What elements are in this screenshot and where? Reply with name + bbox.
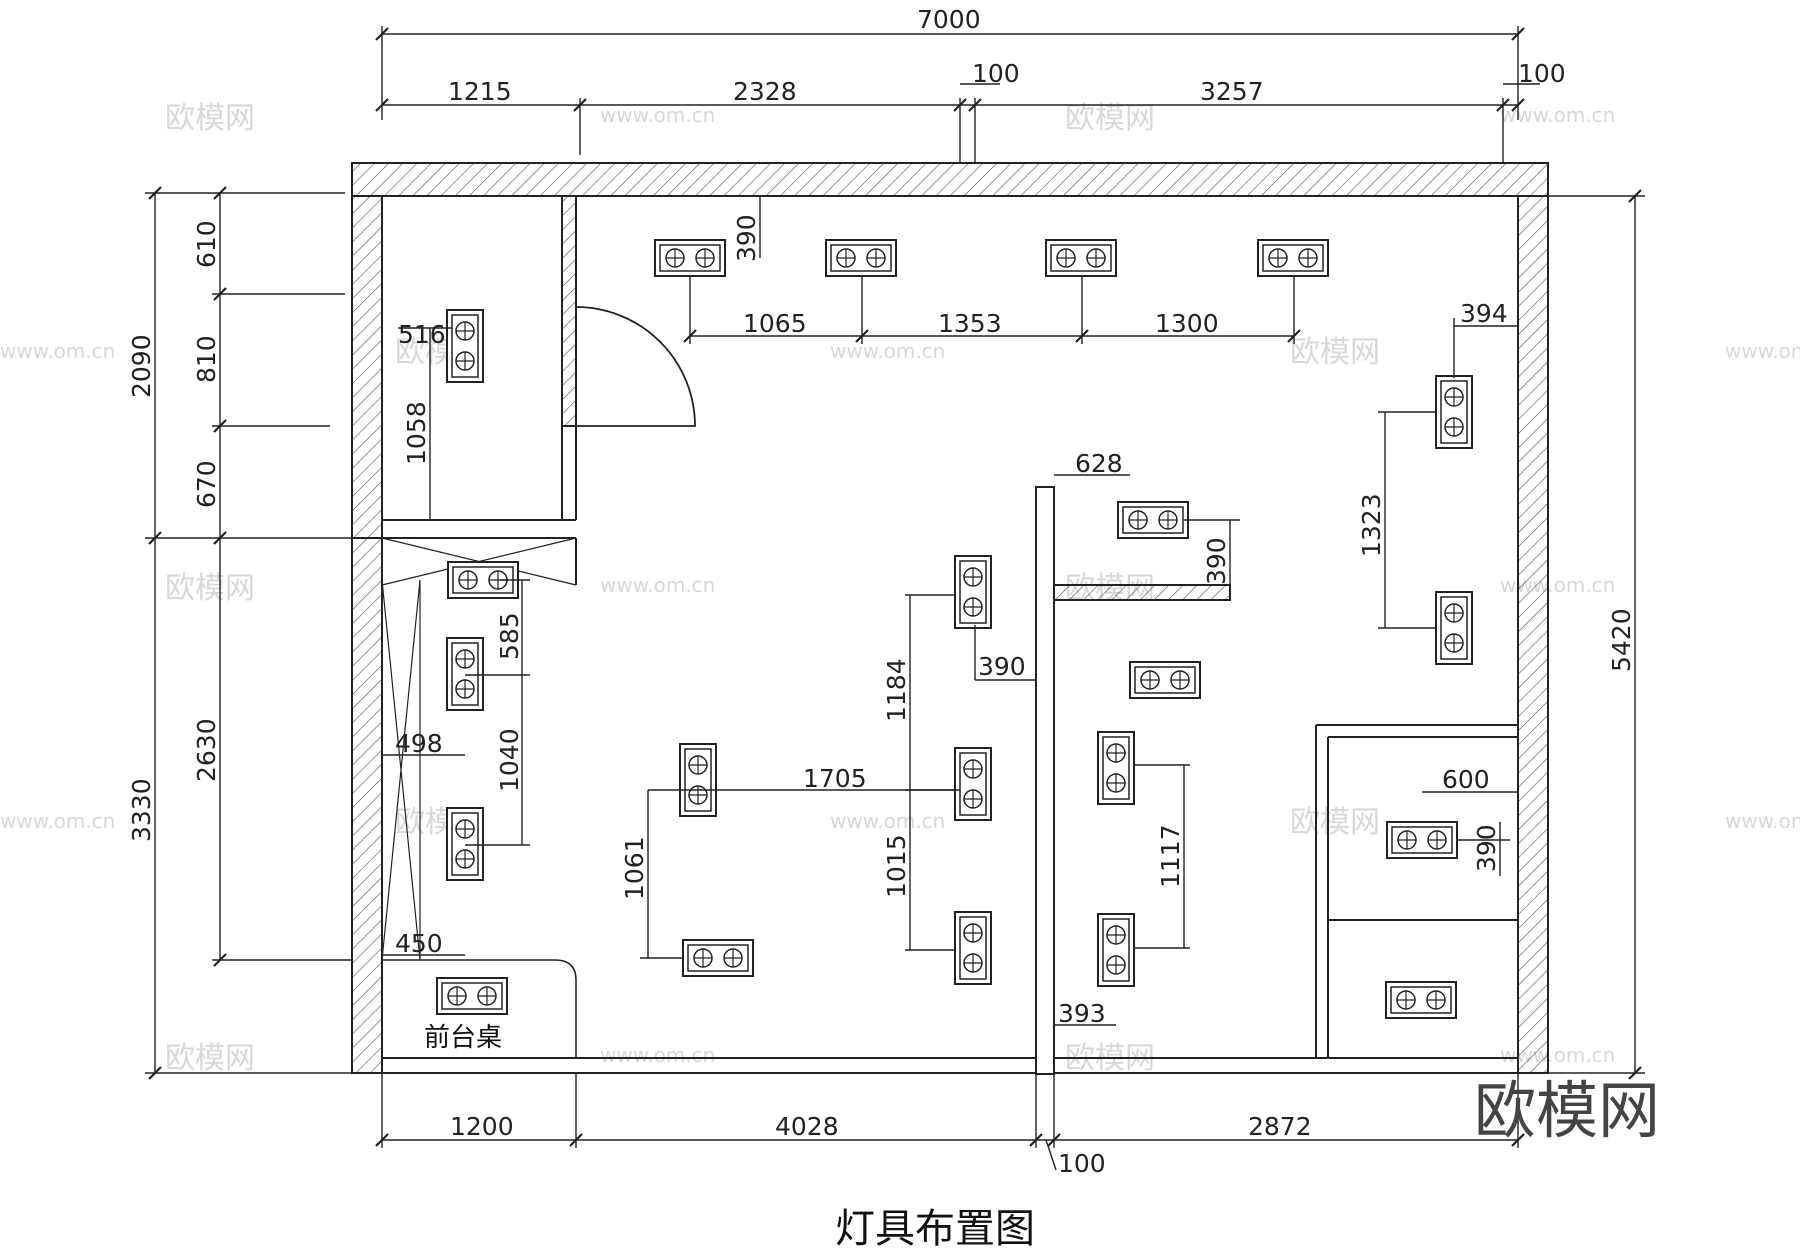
watermark-url: www.om.cn <box>1500 103 1615 127</box>
dim-left-lower-seg: 2630 <box>192 718 221 782</box>
light-fixture-icon <box>682 939 754 977</box>
dim-top-seg: 1215 <box>448 77 512 106</box>
watermark-logo: 欧模网 <box>165 1041 255 1076</box>
door-swing <box>575 306 696 427</box>
dim-bottom-seg: 2872 <box>1248 1112 1312 1141</box>
dim-right-total: 5420 <box>1607 608 1636 672</box>
dim-left-lower-total: 3330 <box>127 778 156 842</box>
light-fixture-icon <box>1386 821 1458 859</box>
dim-center: 1705 <box>803 764 867 793</box>
light-fixture-icon <box>1097 731 1135 805</box>
dim-top-row: 1065 <box>743 309 807 338</box>
watermark-url: www.om.cn <box>830 809 945 833</box>
light-fixture-icon <box>1117 501 1189 539</box>
dim-center: 1015 <box>882 834 911 898</box>
light-fixture-icon <box>954 747 992 821</box>
watermark-logo: 欧模网 <box>165 571 255 606</box>
wall-left-upper <box>351 195 383 539</box>
light-fixture-icon <box>1435 591 1473 665</box>
dimension-ticks <box>148 27 1642 1147</box>
dim-top-total: 7000 <box>917 5 981 34</box>
watermark-url: www.om.cn <box>830 339 945 363</box>
light-fixture-icon <box>436 977 508 1015</box>
dim-bottom-seg: 100 <box>1058 1149 1106 1178</box>
dim-partition: 1117 <box>1156 824 1185 888</box>
dim-top-seg: 2328 <box>733 77 797 106</box>
light-fixture-icon <box>654 239 726 277</box>
dim-top-row: 1353 <box>938 309 1002 338</box>
partition-wall <box>1035 486 1055 1075</box>
watermark-url: www.om.cn <box>600 573 715 597</box>
walls <box>351 162 1549 1075</box>
light-fixture-icon <box>1257 239 1329 277</box>
light-fixture-icon <box>446 807 484 881</box>
dim-left-upper-seg: 810 <box>192 335 221 383</box>
watermark-logo: 欧模网 <box>165 101 255 136</box>
partition-branch <box>1053 584 1231 601</box>
dim-top-row: 1300 <box>1155 309 1219 338</box>
light-fixture-icon <box>954 555 992 629</box>
wall-small-room-right <box>561 195 577 427</box>
dim-partition: 390 <box>1202 537 1231 585</box>
light-fixture-icon <box>1129 661 1201 699</box>
dim-small-room: 516 <box>398 320 446 349</box>
dim-bottom-right-room: 600 <box>1442 765 1490 794</box>
watermark-url: www.om.cn <box>0 809 115 833</box>
light-fixture-icon <box>446 309 484 383</box>
brand-logo: 欧模网 <box>1474 1074 1660 1147</box>
wall-top <box>351 162 1549 197</box>
dim-bottom-seg: 4028 <box>775 1112 839 1141</box>
dim-left-upper-total: 2090 <box>127 334 156 398</box>
wall-right <box>1517 195 1549 1074</box>
watermark-logo: 欧模网 <box>1290 335 1380 370</box>
light-fixture-icon <box>1097 913 1135 987</box>
light-fixture-icon <box>446 637 484 711</box>
dim-top-seg: 100 <box>1518 59 1566 88</box>
dim-bottom-right-room: 390 <box>1472 824 1501 872</box>
front-desk <box>382 959 577 1058</box>
dim-center: 1061 <box>620 836 649 900</box>
dim-right-side: 394 <box>1460 299 1508 328</box>
watermark-url: www.om.cn <box>1725 339 1800 363</box>
dim-left-upper-seg: 610 <box>192 220 221 268</box>
wall-left-lower <box>351 537 383 1074</box>
dim-small-room: 1058 <box>402 401 431 465</box>
watermark-logo: 欧模网 <box>1290 805 1380 840</box>
watermark-url: www.om.cn <box>600 1043 715 1067</box>
light-fixture-icon <box>1435 375 1473 449</box>
dim-center: 390 <box>978 652 1026 681</box>
dim-right-side: 1323 <box>1357 493 1386 557</box>
watermark-url: www.om.cn <box>0 339 115 363</box>
dim-corridor: 1040 <box>495 728 524 792</box>
dimension-labels: 7000 1215 2328 100 3257 100 1200 4028 10… <box>127 5 1636 1178</box>
dim-top-offset: 390 <box>732 214 761 262</box>
dim-corridor: 498 <box>395 729 443 758</box>
dim-top-seg: 3257 <box>1200 77 1264 106</box>
dimension-lines <box>145 26 1645 1171</box>
light-fixture-icon <box>825 239 897 277</box>
dim-corridor: 450 <box>395 929 443 958</box>
dim-left-upper-seg: 670 <box>192 460 221 508</box>
dim-corridor: 585 <box>495 612 524 660</box>
light-fixture-icon <box>679 743 717 817</box>
watermark-logo: 欧模网 <box>1065 101 1155 136</box>
light-fixture-icon <box>1385 981 1457 1019</box>
watermark-url: www.om.cn <box>600 103 715 127</box>
light-fixture-icon <box>954 911 992 985</box>
light-fixture-icon <box>1045 239 1117 277</box>
drawing-title: 灯具布置图 <box>835 1206 1035 1252</box>
dim-center: 1184 <box>882 658 911 722</box>
dim-partition: 628 <box>1075 449 1123 478</box>
watermarks: 欧模网 www.om.cn 欧模网 www.om.cn www.om.cn 欧模… <box>0 101 1800 1076</box>
watermark-url: www.om.cn <box>1725 809 1800 833</box>
dim-top-seg: 100 <box>972 59 1020 88</box>
front-desk-label: 前台桌 <box>424 1023 502 1053</box>
dim-bottom-seg: 1200 <box>450 1112 514 1141</box>
dim-partition: 393 <box>1058 999 1106 1028</box>
